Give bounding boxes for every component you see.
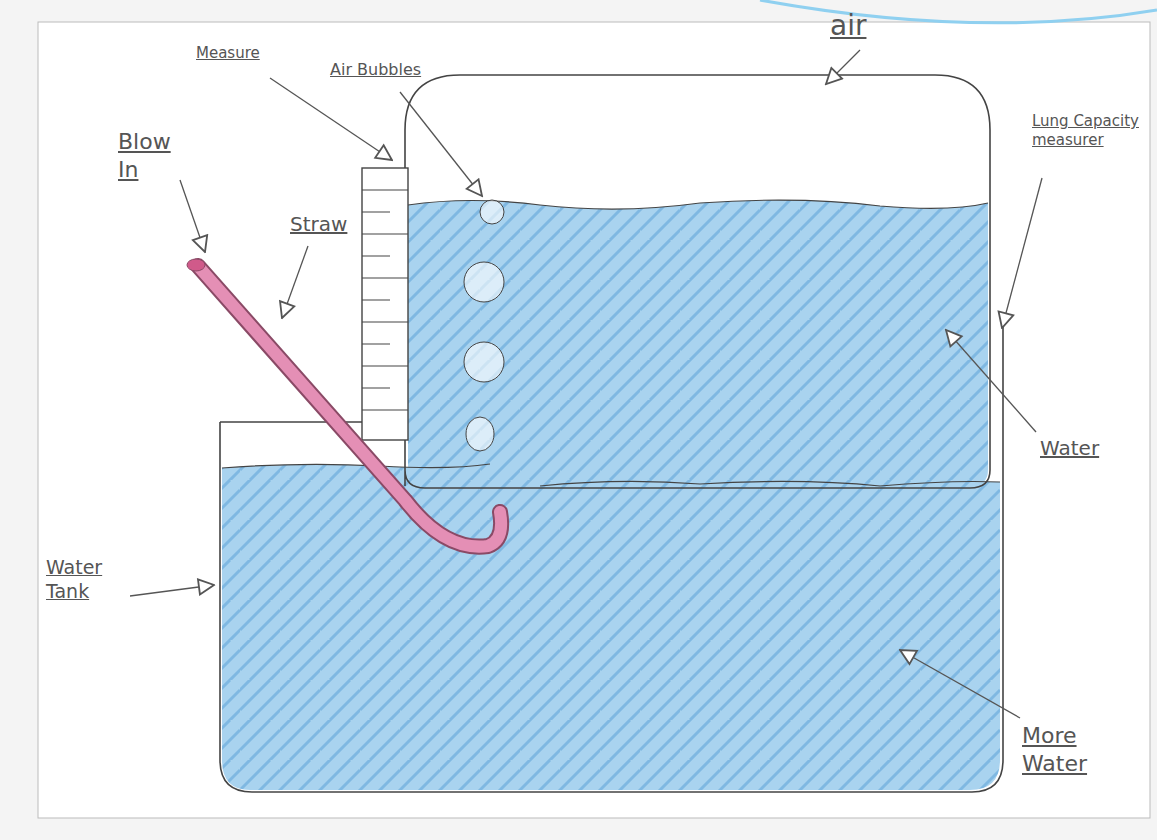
callout-label: Blow In [118,128,180,183]
callout-label: air [830,8,920,43]
leader-arrow [900,650,1020,718]
leader-arrow [270,78,392,160]
leader-arrow [826,50,860,84]
callout-label: Lung Capacity measurer [1032,112,1150,150]
air-bubble [464,342,504,382]
leader-arrow [282,246,308,318]
leader-arrows [130,50,1042,718]
measurer-water [408,200,988,486]
callout-label: More Water [1022,722,1132,777]
tank-water [222,464,1000,790]
leader-arrow [946,330,1036,432]
leader-arrow [130,585,214,596]
straw-outline [198,266,501,547]
leader-arrow [180,180,205,252]
straw-end [187,259,205,271]
air-bubble [464,262,504,302]
scale-ticks [362,190,408,410]
air-bubble [480,200,504,224]
callout-label: Water Tank [46,556,126,604]
tank-surface [222,464,1000,486]
measure-scale [362,168,408,440]
air-bubble [466,417,494,451]
lung-capacity-measurer [405,75,990,488]
callout-label: Straw [290,212,380,237]
paper [38,22,1150,818]
leader-arrow [400,92,482,196]
callout-label: Air Bubbles [330,60,460,80]
straw [198,266,501,547]
leader-arrow [1002,178,1042,328]
callout-label: Water [1040,436,1130,461]
slide-decor [760,0,1157,23]
callout-label: Measure [196,44,306,63]
